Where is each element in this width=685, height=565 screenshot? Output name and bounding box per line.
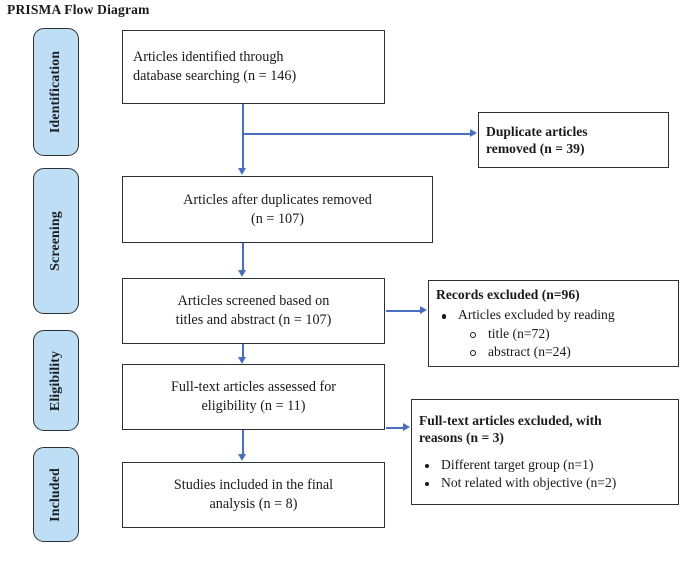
exclusion-box-records-excluded-subbullets: title (n=72) abstract (n=24) xyxy=(436,325,671,361)
stage-tab-included: Included xyxy=(33,447,79,542)
connector-fulltext-to-included xyxy=(242,430,244,455)
flow-box-screened: Articles screened based on titles and ab… xyxy=(122,278,385,344)
stage-tab-screening: Screening xyxy=(33,168,79,314)
flow-box-included-studies: Studies included in the final analysis (… xyxy=(122,462,385,528)
exclusion-box-records-excluded: Records excluded (n=96) Articles exclude… xyxy=(428,280,679,367)
connector-identified-to-duplicates-removed xyxy=(242,104,244,169)
stage-tab-eligibility: Eligibility xyxy=(33,330,79,431)
arrowhead-right-to-records-excluded xyxy=(420,306,427,314)
list-item: Different target group (n=1) xyxy=(419,456,671,474)
list-item: abstract (n=24) xyxy=(436,343,671,361)
arrowhead-down-to-fulltext xyxy=(238,357,246,364)
exclusion-box-duplicates-heading: Duplicate articles removed (n = 39) xyxy=(486,123,588,156)
arrowhead-down-to-screened xyxy=(238,270,246,277)
flow-box-fulltext-assessed: Full-text articles assessed for eligibil… xyxy=(122,364,385,430)
stage-label-eligibility: Eligibility xyxy=(48,350,63,411)
flow-box-after-duplicates-text: Articles after duplicates removed (n = 1… xyxy=(183,191,372,227)
arrowhead-down-to-included xyxy=(238,454,246,461)
exclusion-box-records-excluded-heading: Records excluded (n=96) xyxy=(436,287,580,302)
flow-box-fulltext-assessed-text: Full-text articles assessed for eligibil… xyxy=(170,379,337,414)
exclusion-box-records-excluded-bullets: Articles excluded by reading xyxy=(436,306,671,324)
stage-label-identification: Identification xyxy=(48,50,63,134)
list-item: Articles excluded by reading xyxy=(436,306,671,324)
exclusion-box-duplicates: Duplicate articles removed (n = 39) xyxy=(478,112,669,168)
flow-box-after-duplicates: Articles after duplicates removed (n = 1… xyxy=(122,176,433,243)
arrowhead-right-to-duplicate-box xyxy=(470,129,477,137)
connector-screened-to-records-excluded xyxy=(386,310,421,312)
flow-box-screened-text: Articles screened based on titles and ab… xyxy=(175,293,332,328)
flow-box-included-studies-text: Studies included in the final analysis (… xyxy=(173,477,334,512)
connector-fulltext-to-excluded-reasons xyxy=(386,427,404,429)
arrowhead-right-to-excluded-reasons xyxy=(403,423,410,431)
stage-label-included: Included xyxy=(48,467,63,522)
connector-after-duplicates-to-screened xyxy=(242,243,244,271)
arrowhead-down-to-after-duplicates xyxy=(238,168,246,175)
flow-box-identified: Articles identified through database sea… xyxy=(122,30,385,104)
exclusion-box-fulltext-excluded: Full-text articles excluded, with reason… xyxy=(411,399,679,505)
list-item: Not related with objective (n=2) xyxy=(419,474,671,492)
list-item: title (n=72) xyxy=(436,325,671,343)
flow-box-identified-text: Articles identified through database sea… xyxy=(133,49,297,84)
connector-screened-to-fulltext xyxy=(242,344,244,358)
exclusion-box-fulltext-excluded-heading: Full-text articles excluded, with reason… xyxy=(419,412,602,446)
connector-branch-to-duplicate-box xyxy=(243,133,471,135)
exclusion-box-fulltext-excluded-bullets: Different target group (n=1) Not related… xyxy=(419,456,671,492)
page-title: PRISMA Flow Diagram xyxy=(7,2,150,17)
stage-label-screening: Screening xyxy=(48,211,63,271)
stage-tab-identification: Identification xyxy=(33,28,79,156)
